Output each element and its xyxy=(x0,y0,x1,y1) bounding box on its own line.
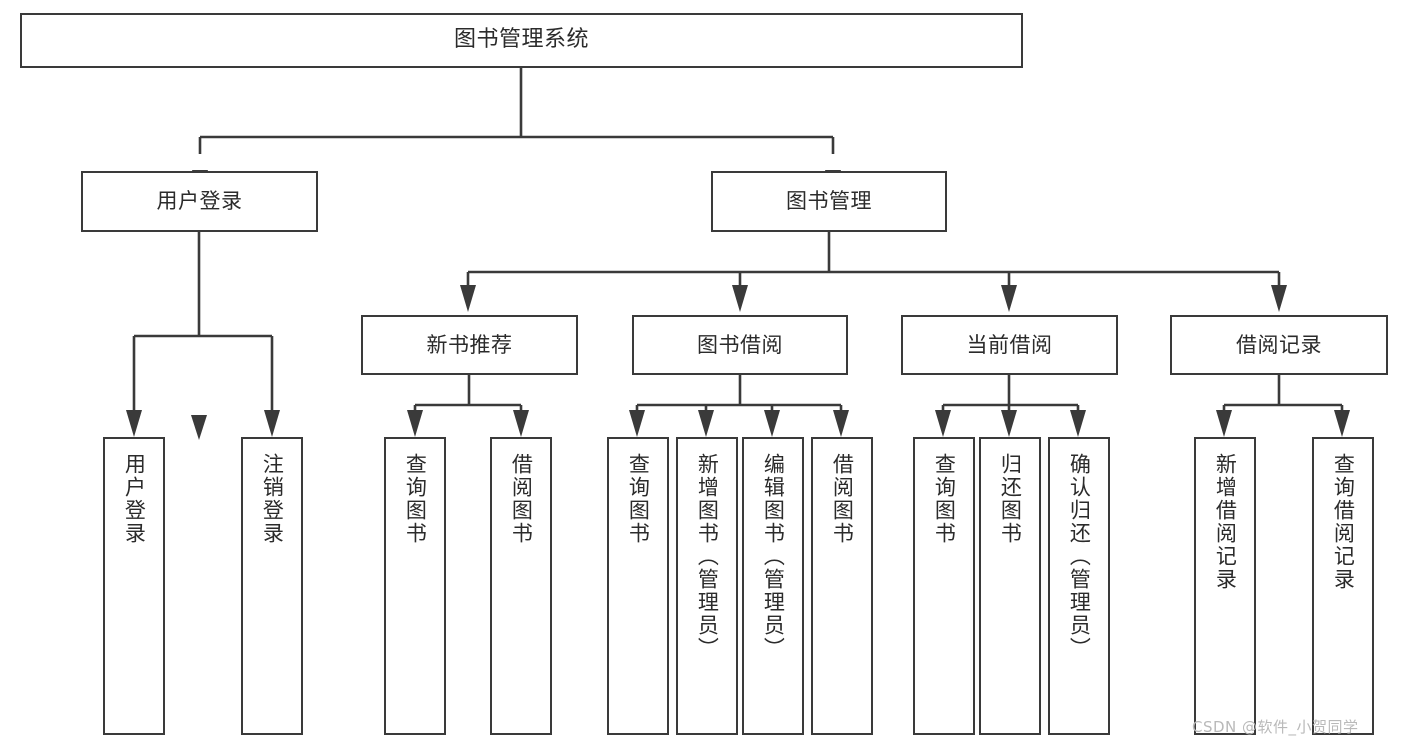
node-rec-query-book-label: 查询图书 xyxy=(403,453,428,545)
node-borrow-record-label: 借阅记录 xyxy=(1236,332,1322,357)
node-current-borrow[interactable]: 当前借阅 xyxy=(901,315,1118,375)
node-root-label: 图书管理系统 xyxy=(453,27,589,53)
node-book-borrow[interactable]: 图书借阅 xyxy=(632,315,848,375)
node-borrow-record[interactable]: 借阅记录 xyxy=(1170,315,1388,375)
node-rec-borrow-book[interactable]: 借阅图书 xyxy=(490,437,552,735)
node-book-manage-label: 图书管理 xyxy=(786,189,872,214)
node-rec-query-record-label: 查询借阅记录 xyxy=(1331,453,1356,591)
node-rec-borrow-book-label: 借阅图书 xyxy=(509,453,534,545)
node-cur-confirm-return[interactable]: 确认归还（管理员） xyxy=(1048,437,1110,735)
node-borrow-edit-book-label: 编辑图书（管理员） xyxy=(761,453,786,660)
node-new-book-recommend[interactable]: 新书推荐 xyxy=(361,315,578,375)
node-user-login-label: 用户登录 xyxy=(156,189,243,214)
node-cur-return-book[interactable]: 归还图书 xyxy=(979,437,1041,735)
node-book-borrow-label: 图书借阅 xyxy=(697,332,783,357)
node-rec-query-book[interactable]: 查询图书 xyxy=(384,437,446,735)
node-cur-query-book-label: 查询图书 xyxy=(932,453,957,545)
node-borrow-query-book[interactable]: 查询图书 xyxy=(607,437,669,735)
node-rec-add-record-label: 新增借阅记录 xyxy=(1213,453,1238,591)
node-borrow-borrow-book[interactable]: 借阅图书 xyxy=(811,437,873,735)
node-login-user-label: 用户登录 xyxy=(122,453,147,545)
node-borrow-borrow-book-label: 借阅图书 xyxy=(830,453,855,545)
node-cur-confirm-return-label: 确认归还（管理员） xyxy=(1067,453,1092,660)
node-borrow-add-book-label: 新增图书（管理员） xyxy=(695,453,720,660)
node-cur-query-book[interactable]: 查询图书 xyxy=(913,437,975,735)
node-logout-user[interactable]: 注销登录 xyxy=(241,437,303,735)
node-book-manage[interactable]: 图书管理 xyxy=(711,171,947,232)
csdn-watermark: CSDN @软件_小贺同学 xyxy=(1192,718,1359,736)
node-new-book-recommend-label: 新书推荐 xyxy=(426,332,513,357)
node-login-user[interactable]: 用户登录 xyxy=(103,437,165,735)
node-user-login[interactable]: 用户登录 xyxy=(81,171,318,232)
node-rec-query-record[interactable]: 查询借阅记录 xyxy=(1312,437,1374,735)
node-cur-return-book-label: 归还图书 xyxy=(998,453,1023,545)
node-borrow-query-book-label: 查询图书 xyxy=(626,453,651,545)
node-borrow-edit-book[interactable]: 编辑图书（管理员） xyxy=(742,437,804,735)
node-rec-add-record[interactable]: 新增借阅记录 xyxy=(1194,437,1256,735)
node-current-borrow-label: 当前借阅 xyxy=(966,332,1053,357)
node-logout-user-label: 注销登录 xyxy=(260,453,285,545)
node-root[interactable]: 图书管理系统 xyxy=(20,13,1023,68)
node-borrow-add-book[interactable]: 新增图书（管理员） xyxy=(676,437,738,735)
